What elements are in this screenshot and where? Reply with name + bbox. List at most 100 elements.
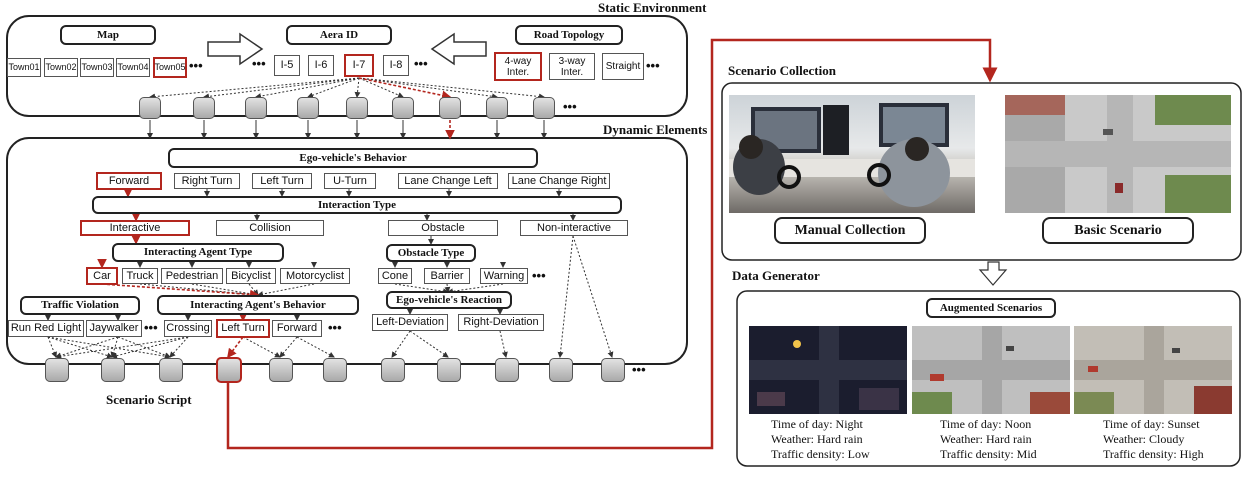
static-node: [533, 97, 555, 119]
agent-motorcyclist: Motorcyclist: [280, 268, 350, 284]
static-node: [297, 97, 319, 119]
static-node: [486, 97, 508, 119]
augmented-sunset-photo: [1074, 326, 1232, 414]
behavior-crossing: Crossing: [164, 320, 212, 337]
road-ellipsis: •••: [646, 58, 660, 73]
collection-panel: [721, 82, 1242, 261]
basic-scenario-photo: [1005, 95, 1231, 213]
static-node: [392, 97, 414, 119]
scenario-collection-heading: Scenario Collection: [728, 63, 836, 78]
area-i8: I-8: [383, 55, 409, 76]
ego-reaction-header: Ego-vehicle's Reaction: [386, 291, 512, 309]
basic-scenario-button[interactable]: Basic Scenario: [1042, 217, 1194, 244]
obstacle-type-header: Obstacle Type: [386, 244, 476, 262]
static-node-selected: [439, 97, 461, 119]
augmented-noon-photo: [912, 326, 1070, 414]
right-outline-arrow: [207, 32, 264, 66]
static-node-ellipsis: •••: [563, 99, 577, 114]
area-id-header: Aera ID: [286, 25, 392, 45]
left-outline-arrow: [430, 32, 487, 66]
ego-behavior-header: Ego-vehicle's Behavior: [168, 148, 538, 168]
agent-behavior-header: Interacting Agent's Behavior: [157, 295, 359, 315]
scenario-sunset-caption: Time of day: Sunset Weather: Cloudy Traf…: [1103, 417, 1204, 462]
area-ellipsis-left: •••: [252, 56, 266, 71]
behavior-left-turn: Left Turn: [216, 319, 270, 338]
script-node: [437, 358, 461, 382]
behavior-forward: Forward: [272, 320, 322, 337]
violation-ellipsis: •••: [144, 320, 158, 335]
obstacle-barrier: Barrier: [424, 268, 470, 284]
ego-right-turn: Right Turn: [174, 173, 240, 189]
interaction-collision: Collision: [216, 220, 324, 236]
map-header: Map: [60, 25, 156, 45]
scenario-noon-weather: Weather: Hard rain: [940, 432, 1032, 446]
violation-jaywalker: Jaywalker: [86, 320, 142, 337]
interaction-obstacle: Obstacle: [388, 220, 498, 236]
obstacle-cone: Cone: [378, 268, 412, 284]
ego-lane-change-right: Lane Change Right: [508, 173, 610, 189]
manual-collection-photo: [729, 95, 975, 213]
scenario-sunset-time: Time of day: Sunset: [1103, 417, 1200, 431]
script-node: [381, 358, 405, 382]
static-node: [193, 97, 215, 119]
script-node: [101, 358, 125, 382]
static-env-heading: Static Environment: [598, 0, 707, 15]
traffic-violation-header: Traffic Violation: [20, 296, 140, 315]
map-town03: Town03: [80, 58, 114, 77]
script-node: [45, 358, 69, 382]
ego-forward: Forward: [96, 172, 162, 190]
scenario-script-heading: Scenario Script: [106, 392, 192, 407]
road-4way: 4-way Inter.: [494, 52, 542, 81]
scenario-noon-caption: Time of day: Noon Weather: Hard rain Tra…: [940, 417, 1037, 462]
dynamic-elements-heading: Dynamic Elements: [603, 122, 708, 137]
down-outline-arrow: [978, 261, 1008, 286]
reaction-right-deviation: Right-Deviation: [458, 314, 544, 331]
augmented-scenarios-header: Augmented Scenarios: [926, 298, 1056, 318]
agent-car: Car: [86, 267, 118, 285]
road-3way: 3-way Inter.: [549, 53, 595, 80]
ego-left-turn: Left Turn: [252, 173, 312, 189]
script-node-ellipsis: •••: [632, 362, 646, 377]
agent-type-header: Interacting Agent Type: [112, 243, 284, 262]
ego-lane-change-left: Lane Change Left: [398, 173, 498, 189]
red-flow-path: [226, 38, 998, 450]
script-node: [323, 358, 347, 382]
scenario-sunset-density: Traffic density: High: [1103, 447, 1204, 461]
dynamic-panel: [6, 137, 688, 365]
agent-pedestrian: Pedestrian: [161, 268, 223, 284]
area-i7: I-7: [344, 54, 374, 77]
static-node: [346, 97, 368, 119]
area-ellipsis-right: •••: [414, 56, 428, 71]
map-town05: Town05: [153, 57, 187, 78]
obstacle-warning: Warning: [480, 268, 528, 284]
script-node-selected: [216, 357, 242, 383]
script-node: [495, 358, 519, 382]
ego-u-turn: U-Turn: [324, 173, 376, 189]
map-town04: Town04: [116, 58, 150, 77]
scenario-noon-density: Traffic density: Mid: [940, 447, 1037, 461]
violation-run-red-light: Run Red Light: [8, 320, 84, 337]
obstacle-ellipsis: •••: [532, 268, 546, 283]
interaction-non-interactive: Non-interactive: [520, 220, 628, 236]
map-town01: Town01: [7, 58, 41, 77]
road-straight: Straight: [602, 53, 644, 80]
data-generator-heading: Data Generator: [732, 268, 820, 283]
scenario-night-caption: Time of day: Night Weather: Hard rain Tr…: [771, 417, 870, 462]
agent-bicyclist: Bicyclist: [226, 268, 276, 284]
reaction-left-deviation: Left-Deviation: [372, 314, 448, 331]
interaction-type-header: Interaction Type: [92, 196, 622, 214]
agent-truck: Truck: [122, 268, 158, 284]
scenario-noon-time: Time of day: Noon: [940, 417, 1032, 431]
behavior-ellipsis: •••: [328, 320, 342, 335]
manual-collection-button[interactable]: Manual Collection: [774, 217, 926, 244]
scenario-night-density: Traffic density: Low: [771, 447, 870, 461]
interaction-interactive: Interactive: [80, 220, 190, 236]
script-node: [549, 358, 573, 382]
scenario-sunset-weather: Weather: Cloudy: [1103, 432, 1185, 446]
map-town02: Town02: [44, 58, 78, 77]
map-ellipsis: •••: [189, 58, 203, 73]
script-node: [269, 358, 293, 382]
scenario-night-weather: Weather: Hard rain: [771, 432, 863, 446]
area-i6: I-6: [308, 55, 334, 76]
